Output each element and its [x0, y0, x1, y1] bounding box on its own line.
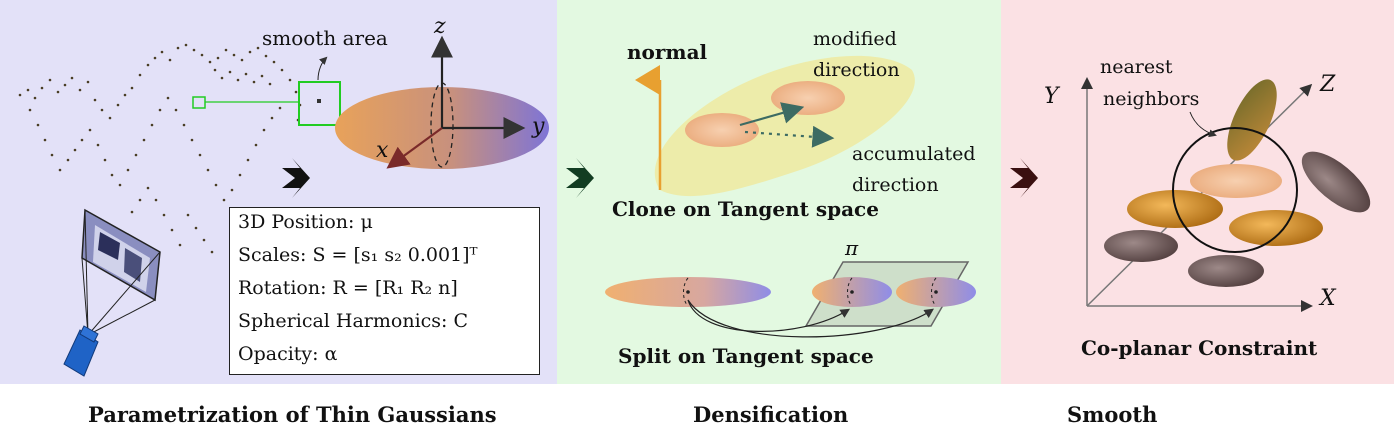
- center-gaussian: [1190, 164, 1282, 198]
- camera-icon: [64, 210, 160, 376]
- accumulated-direction-label-2: direction: [852, 174, 939, 196]
- neighbor-gaussian-right: [1229, 210, 1323, 246]
- neighbors-pointer: [1190, 112, 1215, 135]
- axis-X-label: X: [1320, 286, 1336, 311]
- outlier-gaussian: [1292, 141, 1379, 223]
- large-highlight-box: [299, 82, 340, 125]
- clone-gaussian-copy: [771, 81, 845, 115]
- caption-smooth: Smooth: [1067, 402, 1157, 427]
- param-opacity: Opacity: α: [238, 343, 337, 365]
- transition-arrow-3: [1010, 158, 1038, 198]
- axis-Z-label: Z: [1320, 72, 1335, 97]
- parameter-box: 3D Position: μ Scales: S = [s₁ s₂ 0.001]…: [229, 207, 540, 375]
- coplanar-constraint-label: Co-planar Constraint: [1081, 336, 1317, 360]
- smooth-area-pointer: [318, 58, 326, 80]
- modified-direction-label-2: direction: [813, 59, 900, 81]
- nearest-neighbors-label-2: neighbors: [1103, 88, 1199, 110]
- clone-label: Clone on Tangent space: [612, 197, 879, 221]
- axis-z-label: z: [434, 14, 446, 39]
- normal-label: normal: [627, 40, 707, 64]
- axis-y-label: y: [532, 114, 544, 139]
- transition-arrow-2: [566, 158, 594, 198]
- param-rotation: Rotation: R = [R₁ R₂ n]: [238, 277, 458, 299]
- modified-direction-label-1: modified: [813, 28, 897, 50]
- axis-x-label: x: [376, 138, 388, 163]
- caption-densification: Densification: [693, 402, 848, 427]
- nearest-neighbors-label-1: nearest: [1100, 56, 1173, 78]
- caption-parametrization: Parametrization of Thin Gaussians: [88, 402, 497, 427]
- highlight-point: [317, 99, 321, 103]
- axis-Y-label: Y: [1044, 84, 1059, 109]
- clone-gaussian-original: [685, 113, 759, 147]
- param-spherical-harmonics: Spherical Harmonics: C: [238, 310, 468, 332]
- param-position: 3D Position: μ: [238, 211, 373, 233]
- far-gaussian-bottom: [1188, 255, 1264, 287]
- small-highlight-box: [193, 97, 205, 108]
- pi-label: π: [845, 236, 858, 260]
- param-scales: Scales: S = [s₁ s₂ 0.001]ᵀ: [238, 244, 478, 266]
- split-label: Split on Tangent space: [618, 344, 874, 368]
- far-gaussian-left: [1104, 230, 1178, 262]
- transition-arrow-1: [282, 158, 310, 198]
- smooth-area-label: smooth area: [262, 26, 388, 50]
- accumulated-direction-label-1: accumulated: [852, 143, 976, 165]
